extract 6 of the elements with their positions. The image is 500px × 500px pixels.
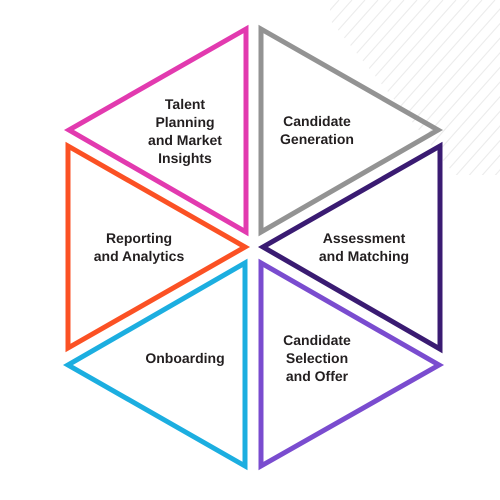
segment-label: Reporting and Analytics <box>92 229 186 265</box>
segment-label: Candidate Selection and Offer <box>282 331 352 385</box>
segment-label: Talent Planning and Market Insights <box>147 95 223 167</box>
segment-label: Assessment and Matching <box>318 229 410 265</box>
segment-label: Onboarding <box>144 349 226 367</box>
segment-label: Candidate Generation <box>279 112 355 148</box>
